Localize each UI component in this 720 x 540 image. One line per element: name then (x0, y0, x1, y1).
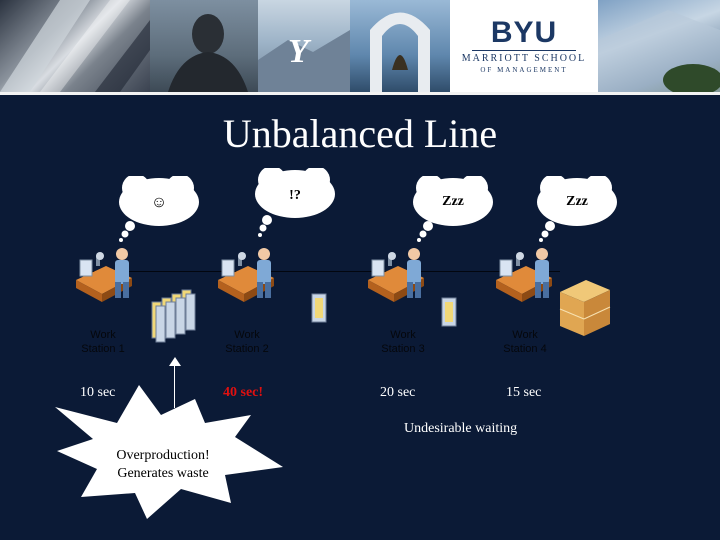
logo-line1: MARRIOTT SCHOOL (461, 52, 587, 64)
station-label-line2: Station 3 (381, 343, 425, 355)
statue-photo (150, 0, 258, 92)
logo-wordmark: BYU (490, 15, 558, 49)
building-icon (598, 10, 720, 92)
workstation-1 (72, 246, 136, 313)
up-arrow-icon (174, 362, 175, 408)
thought-text-3: Zzz (442, 194, 464, 209)
logo-line2: OF MANAGEMENT (480, 65, 568, 74)
thought-bubble-icon (537, 174, 617, 242)
station-label-line2: Station 2 (225, 343, 269, 355)
building-glass-icon (0, 0, 150, 92)
thought-text-2: !? (289, 188, 301, 203)
worker-station-icon (368, 248, 424, 302)
workstation-3 (364, 246, 428, 313)
overproduction-callout (55, 385, 285, 524)
cycle-time-1: 10 sec (80, 385, 116, 400)
y-mountain-photo: Y (258, 0, 350, 92)
station-label-line1: Work (90, 329, 116, 341)
thought-text-4: Zzz (566, 194, 588, 209)
waiting-note: Undesirable waiting (404, 421, 518, 436)
thought-bubble-2: !? (252, 166, 338, 238)
flow-line (80, 271, 560, 272)
callout-line2: Generates waste (117, 466, 209, 481)
cycle-time-2: 40 sec! (223, 385, 264, 400)
station-label-1: Work Station 1 (68, 328, 138, 356)
wip-inventory-icon (151, 289, 196, 343)
cycle-time-4: 15 sec (506, 385, 542, 400)
cycle-time-3: 20 sec (380, 385, 416, 400)
wip-inventory-large (148, 286, 198, 349)
byu-logo: BYU MARRIOTT SCHOOL OF MANAGEMENT (450, 0, 598, 92)
thought-text-1: ☺ (150, 194, 168, 211)
svg-text:Y: Y (288, 33, 312, 70)
station-label-4: Work Station 4 (490, 328, 560, 356)
statue-icon (168, 14, 248, 92)
worker-station-icon (218, 248, 274, 302)
wip-inventory-icon (441, 297, 457, 327)
worker-station-icon (496, 248, 552, 302)
station-label-line1: Work (512, 329, 538, 341)
thought-bubble-icon (119, 174, 199, 242)
logo-divider (472, 49, 576, 51)
up-arrow-head (169, 357, 181, 366)
bell-tower-photo (350, 0, 450, 92)
station-label-3: Work Station 3 (368, 328, 438, 356)
station-label-line1: Work (234, 329, 260, 341)
thought-bubble-1: ☺ (116, 174, 202, 242)
thought-bubble-icon (255, 166, 335, 237)
campus-building-photo (598, 0, 720, 92)
building-photo (0, 0, 150, 92)
station-label-line2: Station 1 (81, 343, 125, 355)
wip-inventory-icon (311, 293, 327, 323)
finished-goods (558, 278, 612, 345)
wip-inventory-small-1 (310, 290, 330, 331)
station-label-line1: Work (390, 329, 416, 341)
slide-title: Unbalanced Line (222, 111, 498, 156)
bell-icon (370, 12, 430, 92)
thought-bubble-4: Zzz (534, 174, 620, 242)
explosion-burst-icon (55, 385, 283, 519)
callout-text: Overproduction! Generates waste (98, 447, 228, 483)
thought-bubble-3: Zzz (410, 174, 496, 242)
station-label-2: Work Station 2 (212, 328, 282, 356)
workstation-2 (214, 246, 278, 313)
worker-station-icon (76, 248, 132, 302)
wip-inventory-small-2 (440, 294, 460, 335)
finished-boxes-icon (559, 280, 611, 336)
y-logo-icon: Y (258, 30, 350, 92)
station-label-line2: Station 4 (503, 343, 547, 355)
workstation-4 (492, 246, 556, 313)
callout-line1: Overproduction! (116, 448, 210, 463)
header-banner: Y BYU MARRIOTT SCHOOL OF MANAGEMENT (0, 0, 720, 95)
thought-bubble-icon (413, 174, 493, 242)
